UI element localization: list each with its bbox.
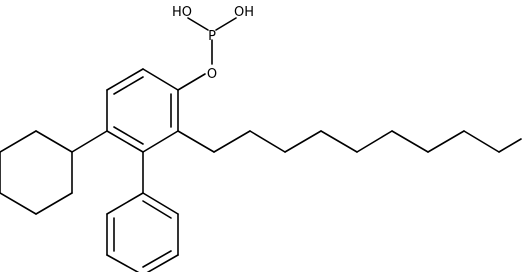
atom-label-phosphorus: P bbox=[208, 29, 216, 44]
atom-label-ho: HO bbox=[172, 5, 192, 20]
cyclohexyl-ring bbox=[0, 130, 108, 215]
phenyl-ring bbox=[106, 151, 179, 272]
phosphite-group bbox=[177, 17, 237, 91]
atom-label-oh: OH bbox=[234, 5, 254, 20]
atom-label-oxygen: O bbox=[207, 67, 217, 82]
decyl-chain bbox=[177, 130, 522, 153]
central-benzene-ring bbox=[106, 68, 179, 153]
atom-labels: HO OH P O bbox=[172, 5, 254, 82]
